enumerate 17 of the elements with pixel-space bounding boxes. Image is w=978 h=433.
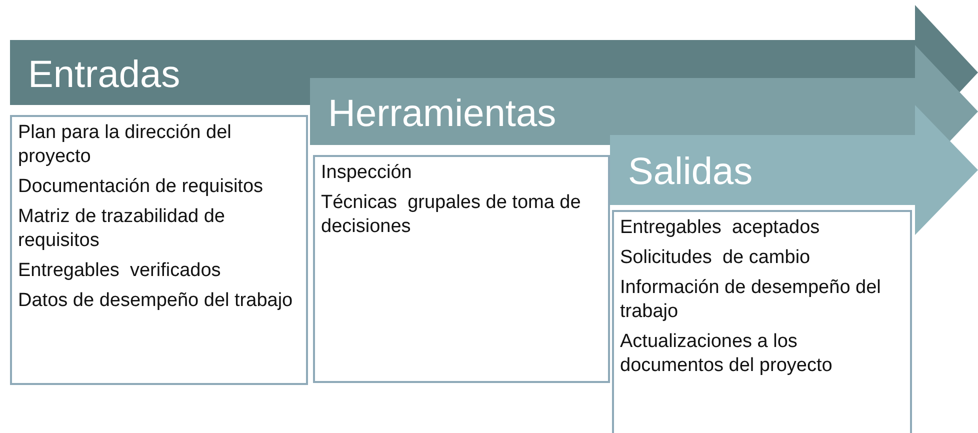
- list-item: Datos de desempeño del trabajo: [18, 289, 294, 313]
- list-item: Actualizaciones a los documentos del proyecto: [620, 330, 834, 378]
- list-panel: [612, 210, 912, 433]
- list-item: Información de desempeño del trabajo: [620, 276, 882, 324]
- list-item: Entregables verificados: [18, 259, 222, 283]
- list-item: Técnicas grupales de toma de decisiones: [321, 191, 582, 239]
- section-heading: Salidas: [628, 153, 753, 191]
- list-item: Plan para la dirección del proyecto: [18, 121, 232, 169]
- list-panel: [10, 115, 308, 385]
- section-heading: Entradas: [28, 56, 180, 94]
- list-item: Matriz de trazabilidad de requisitos: [18, 205, 226, 253]
- list-panel: [313, 155, 610, 383]
- list-item: Solicitudes de cambio: [620, 246, 812, 270]
- section-heading: Herramientas: [328, 94, 556, 132]
- list-item: Entregables aceptados: [620, 216, 821, 240]
- list-item: Documentación de requisitos: [18, 175, 264, 199]
- list-item: Inspección: [321, 161, 413, 185]
